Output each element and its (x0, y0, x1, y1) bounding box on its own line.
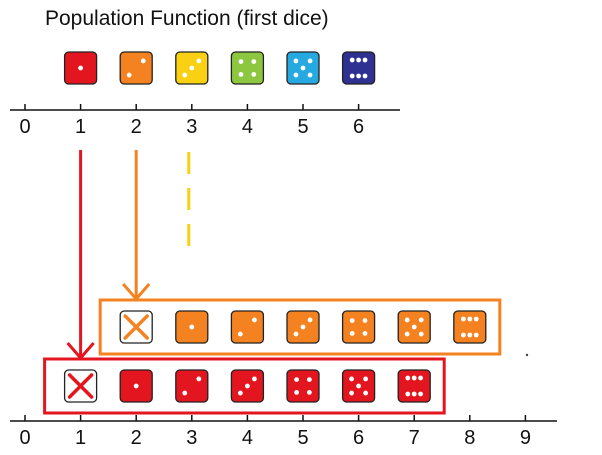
die-face-6-icon (453, 310, 487, 344)
die-face-1-icon (63, 51, 98, 85)
crossed-die-icon (119, 310, 153, 344)
group-frame-first-die-1 (43, 357, 446, 415)
bottom-axis-tick-label-1: 1 (75, 427, 86, 449)
bottom-axis-tick-label-5: 5 (297, 427, 308, 449)
top-axis: 0 1 2 3 4 5 6 (19, 104, 364, 138)
group-first-die-1 (43, 357, 446, 415)
die-face-2-icon (230, 310, 265, 344)
top-axis-tick-label-3: 3 (186, 116, 197, 138)
top-axis-tick-label-4: 4 (242, 116, 253, 138)
die-face-1-icon (119, 369, 153, 403)
top-axis-tick-label-0: 0 (19, 116, 30, 138)
crossed-die-icon (63, 369, 98, 403)
sum-groups (43, 298, 502, 415)
die-face-3-icon (230, 369, 265, 403)
top-axis-tick-label-2: 2 (131, 116, 142, 138)
bottom-axis-tick-label-2: 2 (131, 427, 142, 449)
die-face-6-icon (341, 51, 376, 85)
bottom-axis-tick-label-7: 7 (409, 427, 420, 449)
top-axis-tick-label-5: 5 (297, 116, 308, 138)
die-face-2-icon (175, 369, 209, 403)
bottom-axis-tick-label-9: 9 (520, 427, 531, 449)
arrow-first-die-1-icon (66, 150, 95, 361)
top-axis-tick-label-1: 1 (75, 116, 86, 138)
group-frame-first-die-2 (98, 298, 502, 356)
die-face-4-icon (230, 51, 265, 85)
die-face-3-icon (175, 51, 209, 85)
die-face-2-icon (119, 51, 153, 85)
top-axis-tick-label-6: 6 (353, 116, 364, 138)
bottom-axis-tick-label-4: 4 (242, 427, 253, 449)
bottom-axis-tick-label-8: 8 (464, 427, 475, 449)
die-face-1-icon (175, 310, 209, 344)
selection-arrows (66, 150, 191, 361)
die-face-6-icon (397, 369, 431, 403)
bottom-axis: 0 1 2 3 4 5 6 7 8 9 (19, 415, 531, 449)
die-face-5-icon (341, 369, 376, 403)
arrow-first-die-2-icon (122, 150, 151, 302)
group-first-die-2 (98, 298, 502, 356)
die-face-5-icon (397, 310, 431, 344)
die-face-5-icon (286, 51, 320, 85)
stray-dot (525, 353, 529, 357)
population-row (63, 51, 376, 85)
die-face-4-icon (341, 310, 376, 344)
bottom-axis-tick-label-0: 0 (19, 427, 30, 449)
die-face-4-icon (286, 369, 320, 403)
bottom-axis-tick-label-3: 3 (186, 427, 197, 449)
die-face-3-icon (286, 310, 320, 344)
bottom-axis-tick-label-6: 6 (353, 427, 364, 449)
diagram-title: Population Function (first dice) (45, 7, 329, 30)
